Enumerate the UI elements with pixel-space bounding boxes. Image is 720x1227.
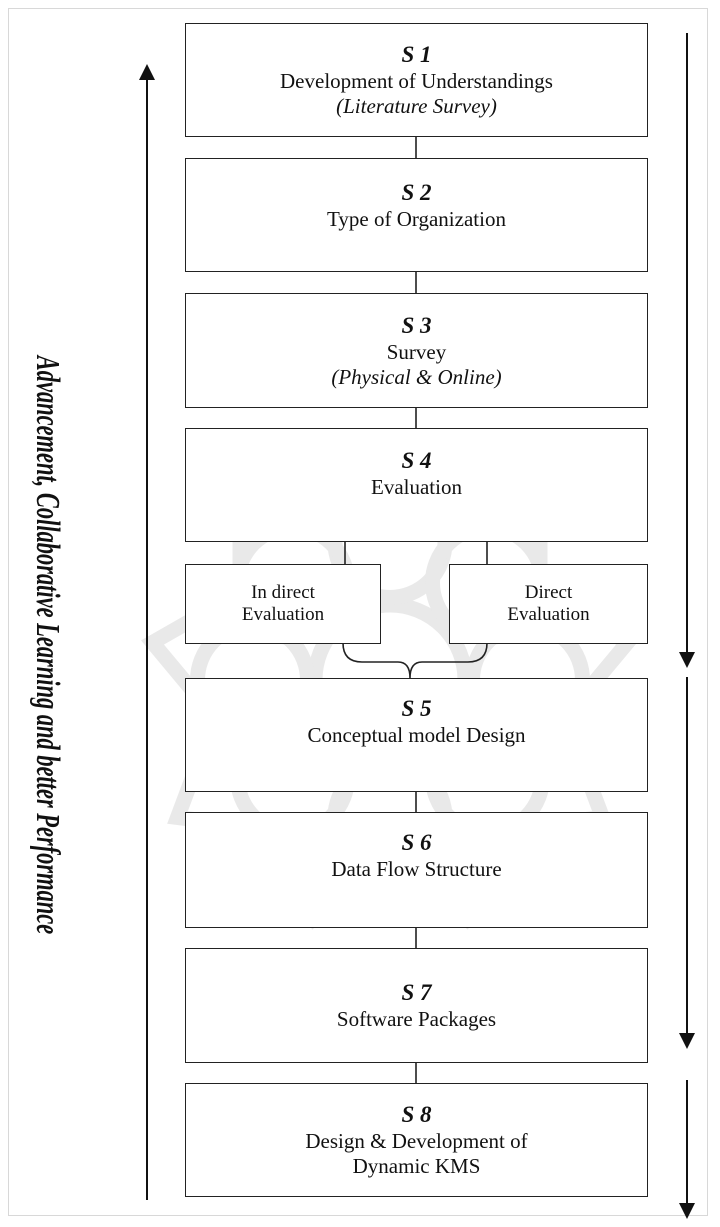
stage-box-s4: S 4 Evaluation <box>185 428 648 542</box>
stage-title: Survey <box>386 339 447 364</box>
stage-title: Conceptual model Design <box>307 723 526 747</box>
stage-title: Development of Understandings <box>280 69 553 93</box>
stage-note: (Physical & Online) <box>331 364 502 389</box>
stage-id: S 8 <box>401 1102 432 1127</box>
stage-box-s5: S 5 Conceptual model Design <box>185 678 648 792</box>
stage-title: Type of Organization <box>327 207 506 231</box>
stage-id: S 1 <box>401 42 432 67</box>
eval-line: Evaluation <box>241 604 325 625</box>
merge-brace <box>342 642 488 679</box>
stage-box-s8: S 8 Design & Development of Dynamic KMS <box>185 1083 648 1197</box>
stage-title: Evaluation <box>371 475 462 499</box>
stage-links <box>344 137 488 1083</box>
stage-title-line-2: Dynamic KMS <box>352 1154 481 1178</box>
stage-box-s6: S 6 Data Flow Structure <box>185 812 648 928</box>
stage-note: (Literature Survey) <box>336 94 497 118</box>
side-label-container: Advancement, Collaborative Learning and … <box>17 300 77 990</box>
diagram-frame <box>8 8 708 1216</box>
eval-line: Evaluation <box>507 604 590 625</box>
stage-id: S 4 <box>401 448 432 473</box>
eval-line: In direct <box>251 582 315 603</box>
eval-line: Direct <box>524 582 573 603</box>
direct-evaluation-box: Direct Evaluation <box>449 564 648 644</box>
stage-id: S 2 <box>401 180 432 205</box>
stage-id: S 5 <box>401 696 432 721</box>
stage-box-s7: S 7 Software Packages <box>185 948 648 1063</box>
stage-title: Design & Development of <box>305 1129 528 1153</box>
stage-box-s2: S 2 Type of Organization <box>185 158 648 272</box>
side-label: Advancement, Collaborative Learning and … <box>29 355 67 935</box>
stage-id: S 3 <box>401 312 432 338</box>
indirect-evaluation-box: In direct Evaluation <box>185 564 381 644</box>
stage-id: S 7 <box>401 980 432 1005</box>
stage-title: Data Flow Structure <box>331 857 502 881</box>
stage-id: S 6 <box>401 830 432 855</box>
stage-box-s1: S 1 Development of Understandings (Liter… <box>185 23 648 137</box>
stage-box-s3: S 3 Survey (Physical & Online) <box>185 293 648 408</box>
stage-title: Software Packages <box>336 1007 497 1031</box>
